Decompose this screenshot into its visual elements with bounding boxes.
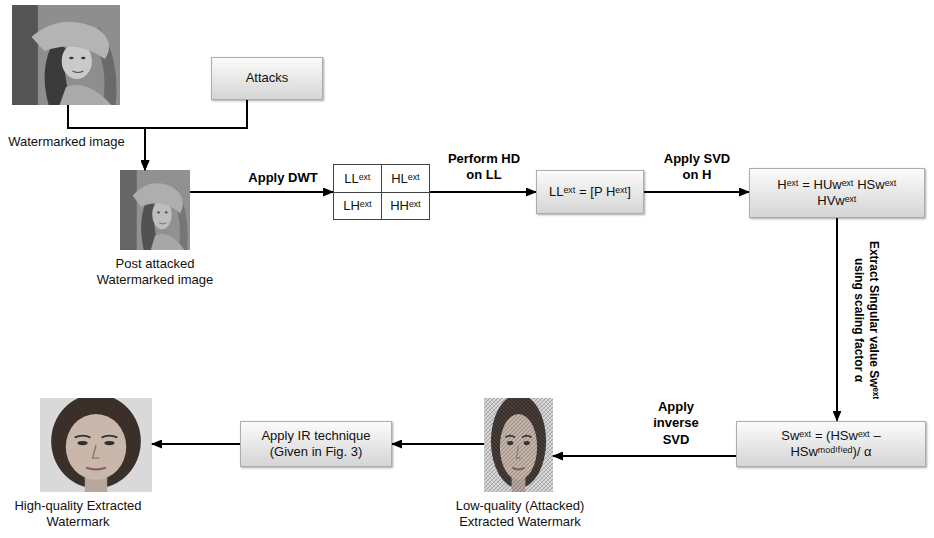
- image-caption: High-quality Extracted Watermark: [12, 498, 144, 531]
- flow-arrow: [145, 100, 247, 171]
- flow-arrow: [190, 191, 333, 193]
- image-node: Post attacked Watermarked image: [120, 170, 190, 250]
- box-text: Apply IR technique (Given in Fig. 3): [249, 428, 383, 461]
- box-text: LLᵉˣᵗ = [P Hᵉˣᵗ]: [549, 184, 631, 200]
- watermarked-photo: [12, 5, 120, 105]
- image-caption: Post attacked Watermarked image: [80, 256, 230, 289]
- edge-label: Apply DWT: [248, 170, 318, 186]
- image-node: Watermarked image: [12, 5, 120, 105]
- high-quality-watermark: [40, 394, 152, 492]
- flow-arrow: [392, 443, 484, 445]
- edge-label: Apply inverse SVD: [640, 399, 712, 448]
- box-text: Attacks: [246, 70, 289, 86]
- subband-label: LLᵉˣᵗ: [334, 165, 381, 192]
- image-caption: Low-quality (Attacked) Extracted Waterma…: [440, 498, 600, 531]
- flow-arrow: [430, 191, 536, 193]
- edge-label: Perform HD on LL: [446, 151, 522, 184]
- subband-label: HHᵉˣᵗ: [382, 193, 429, 220]
- attack-haze: [120, 170, 190, 250]
- edge-label: Extract Singular value Swᵉˣᵗ using scali…: [851, 225, 881, 415]
- image-caption: Watermarked image: [4, 134, 129, 150]
- process-box: Hᵉˣᵗ = HUwᵉˣᵗ HSwᵉˣᵗ HVwᵉˣᵗ: [749, 168, 925, 218]
- attack-noise: [484, 398, 553, 492]
- attacked-photo: [120, 170, 190, 250]
- process-box: Apply IR technique (Given in Fig. 3): [240, 421, 392, 468]
- subband-grid: LLᵉˣᵗHLᵉˣᵗLHᵉˣᵗHHᵉˣᵗ: [333, 164, 430, 220]
- box-text: Hᵉˣᵗ = HUwᵉˣᵗ HSwᵉˣᵗ HVwᵉˣᵗ: [758, 177, 916, 210]
- process-box: Attacks: [211, 57, 323, 100]
- image-node: Low-quality (Attacked) Extracted Waterma…: [484, 398, 553, 492]
- flow-arrow: [152, 443, 240, 445]
- process-box: Swᵉˣᵗ = (HSwᵉˣᵗ – HSwᵐᵒᵈⁱᶠⁱᵉᵈ)/ α: [736, 421, 926, 468]
- edge-label: Apply SVD on H: [657, 151, 737, 184]
- subband-label: HLᵉˣᵗ: [382, 165, 429, 192]
- box-text: Swᵉˣᵗ = (HSwᵉˣᵗ – HSwᵐᵒᵈⁱᶠⁱᵉᵈ)/ α: [745, 428, 917, 461]
- flow-arrow: [836, 218, 838, 421]
- image-node: High-quality Extracted Watermark: [40, 398, 152, 492]
- low-quality-watermark: [484, 394, 553, 492]
- flow-arrow: [553, 455, 736, 457]
- subband-label: LHᵉˣᵗ: [334, 193, 381, 220]
- process-box: LLᵉˣᵗ = [P Hᵉˣᵗ]: [536, 170, 644, 214]
- flow-arrow: [644, 191, 749, 193]
